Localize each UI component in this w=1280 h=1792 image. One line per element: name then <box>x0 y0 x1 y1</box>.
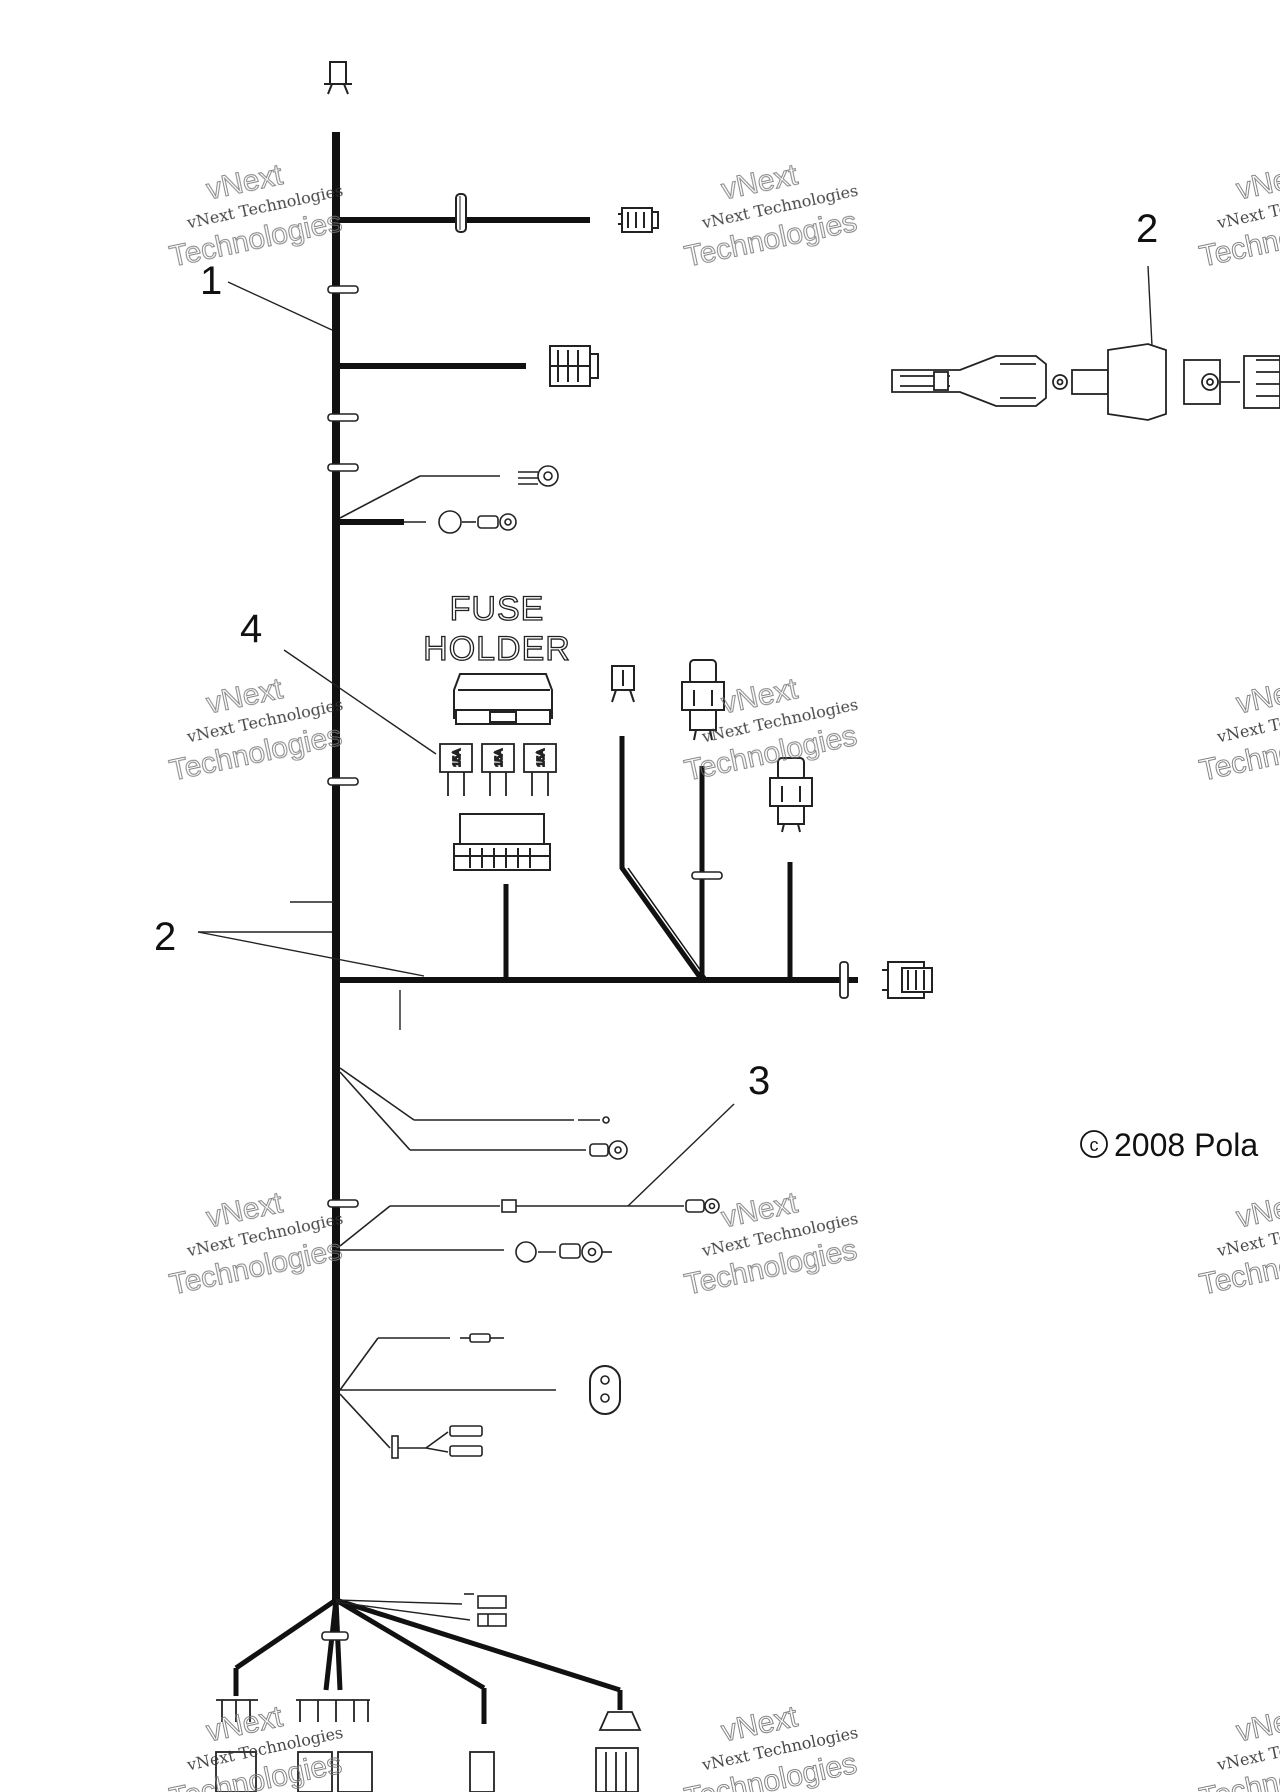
callout-1: 1 <box>200 259 333 331</box>
callout-2-left: 2 <box>154 901 425 1030</box>
watermark-line1: vNext <box>1234 158 1280 206</box>
copyright-notice: c 2008 Pola <box>1080 1127 1258 1163</box>
fuse-holder-cover <box>453 673 553 725</box>
copyright-text: 2008 Pola <box>1114 1127 1258 1163</box>
watermark-line1: vNext <box>1234 1186 1280 1234</box>
branch-second-connector <box>336 345 599 387</box>
trunk-clips <box>327 285 359 1208</box>
branch-lower-terminals <box>339 1067 720 1263</box>
fuse-holder-base <box>453 813 551 871</box>
watermark-line1: vNext <box>1234 672 1280 720</box>
bullet-terminal-1 <box>460 1333 504 1343</box>
callout-2-right-label: 2 <box>1136 207 1158 251</box>
oval-connector <box>589 1365 621 1415</box>
connector-plug-2 <box>549 345 599 387</box>
sealed-connector-1 <box>681 659 725 741</box>
ring-terminal-1 <box>518 465 559 487</box>
inline-fuse-assembly <box>891 343 1280 421</box>
branch-lower-connectors <box>339 1333 621 1459</box>
ring-terminal-4 <box>685 1198 720 1214</box>
fuse-holder-group: FUSE HOLDER 15A 15A 15A <box>422 589 571 871</box>
callout-1-label: 1 <box>200 259 222 303</box>
fuse-holder-title-line1: FUSE <box>450 590 545 628</box>
ring-terminal-3 <box>589 1140 628 1160</box>
fuse-1-rating: 15A <box>452 749 463 767</box>
relay-connector <box>611 665 635 703</box>
top-terminal <box>324 61 352 95</box>
callout-4-label: 4 <box>240 607 262 651</box>
watermark-line1: vNext <box>1234 1700 1280 1748</box>
copyright-symbol: c <box>1090 1135 1099 1155</box>
ring-terminal-2 <box>477 513 517 531</box>
connector-plug-1 <box>618 207 659 233</box>
bottom-small-terminals <box>464 1593 507 1627</box>
ring-terminal-5 <box>559 1241 612 1263</box>
sealed-connector-2 <box>769 757 813 833</box>
callout-4: 4 <box>240 607 437 755</box>
inset-item-2: 2 <box>891 207 1280 421</box>
fuse-15a-2: 15A <box>481 743 515 796</box>
branch-top-connector <box>336 193 659 233</box>
fuse-15a-3: 15A <box>523 743 557 796</box>
fuse-15a-1: 15A <box>439 743 473 796</box>
bullet-terminal-pair <box>449 1425 483 1457</box>
branch-ring-terminals-top <box>336 465 559 534</box>
fuse-holder-title-line2: HOLDER <box>423 630 571 668</box>
callout-2-left-label: 2 <box>154 915 176 959</box>
pin-terminal-1 <box>578 1116 610 1124</box>
bottom-connectors <box>215 1699 642 1792</box>
callout-3: 3 <box>627 1059 770 1207</box>
fuse-2-rating: 15A <box>494 749 505 767</box>
bottom-fan-out <box>233 1597 623 1724</box>
fuse-3-rating: 15A <box>536 749 547 767</box>
sub-harness-horizontal <box>336 736 858 999</box>
callout-3-label: 3 <box>748 1059 770 1103</box>
connector-plug-3 <box>882 961 933 999</box>
